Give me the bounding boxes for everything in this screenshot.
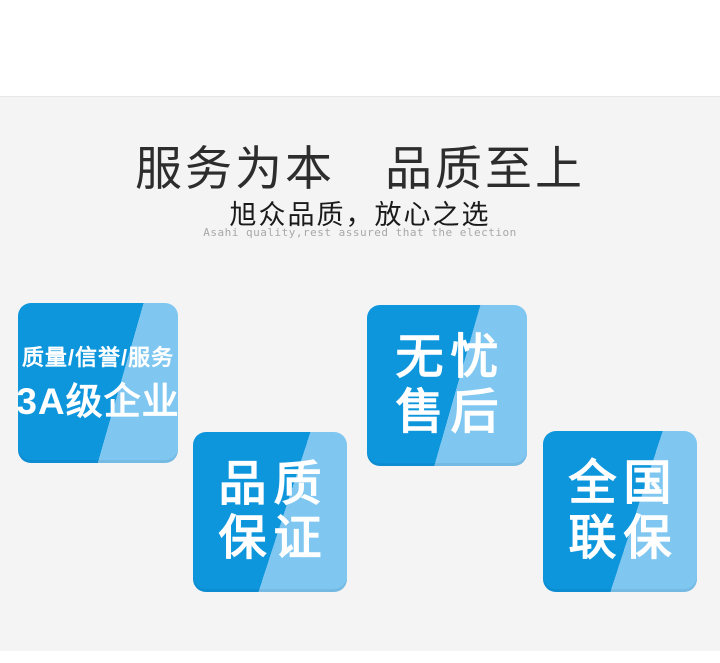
badge-3a-enterprise-line2: 3A级企业: [16, 380, 180, 422]
badge-quality-guarantee-line1: 品质: [218, 457, 329, 511]
badge-worry-free-aftersales-line1: 无忧: [395, 331, 506, 385]
badge-national-warranty-line2: 联保: [568, 511, 679, 565]
page-subtitle-english: Asahi quality,rest assured that the elec…: [203, 226, 517, 239]
badge-3a-enterprise: 质量/信誉/服务 3A级企业: [16, 303, 180, 463]
page-subtitle: 旭众品质，放心之选: [229, 200, 491, 231]
badge-national-warranty-line1: 全国: [568, 457, 679, 511]
page-title: 服务为本 品质至上: [135, 142, 585, 195]
badge-quality-guarantee-line2: 保证: [218, 512, 329, 565]
badge-worry-free-aftersales: 无忧 售后: [367, 305, 527, 466]
badge-worry-free-aftersales-line2: 售后: [395, 385, 506, 439]
badge-quality-guarantee: 品质 保证: [193, 432, 347, 592]
badge-national-warranty: 全国 联保: [543, 431, 697, 592]
badge-3a-enterprise-line1: 质量/信誉/服务: [21, 344, 175, 370]
